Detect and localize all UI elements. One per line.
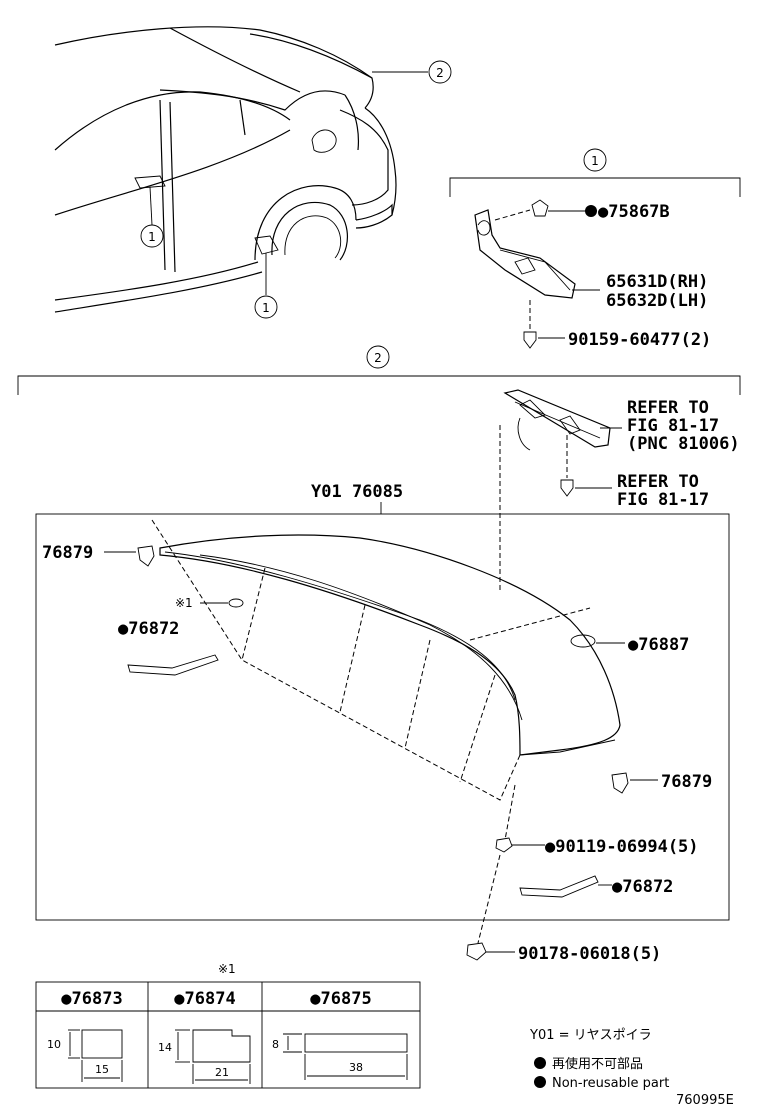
svg-text:●76872: ●76872 <box>118 619 179 639</box>
svg-text:1: 1 <box>148 230 156 244</box>
svg-text:再使用不可部品: 再使用不可部品 <box>552 1056 643 1072</box>
callout-2-spoiler: 2 <box>428 60 452 84</box>
svg-text:65631D(RH): 65631D(RH) <box>606 272 708 292</box>
svg-text:●90119-06994(5): ●90119-06994(5) <box>545 837 699 857</box>
table-col-76873: ●76873 <box>61 989 122 1009</box>
svg-text:1: 1 <box>591 154 599 168</box>
svg-text:●76872: ●76872 <box>612 877 673 897</box>
dimensions-table: ※1 ●76873 ●76874 ●76875 10 15 14 21 8 <box>35 962 421 1089</box>
svg-text:●76887: ●76887 <box>628 635 689 655</box>
figure-id: 760995E <box>676 1093 734 1108</box>
car-illustration <box>54 26 428 313</box>
callout-1-fender: 1 <box>254 295 278 319</box>
svg-text:8: 8 <box>272 1038 279 1051</box>
svg-text:76879: 76879 <box>42 543 93 563</box>
svg-text:65632D(LH): 65632D(LH) <box>606 291 708 311</box>
svg-text:●75867B: ●75867B <box>598 202 670 222</box>
section-1: 1 ●75867B 65631D(RH) 65632D(LH) 90159-60… <box>449 148 741 350</box>
svg-text:Non-reusable part: Non-reusable part <box>552 1076 669 1091</box>
svg-text:FIG 81-17: FIG 81-17 <box>617 490 709 510</box>
svg-text:38: 38 <box>349 1061 363 1074</box>
callout-1-door: 1 <box>140 224 164 248</box>
svg-text:2: 2 <box>374 351 382 365</box>
svg-text:15: 15 <box>95 1063 109 1076</box>
svg-text:10: 10 <box>47 1038 61 1051</box>
table-col-76874: ●76874 <box>174 989 235 1009</box>
table-col-76875: ●76875 <box>310 989 371 1009</box>
svg-text:90178-06018(5): 90178-06018(5) <box>518 944 661 964</box>
svg-text:14: 14 <box>158 1041 172 1054</box>
svg-text:2: 2 <box>436 66 444 80</box>
svg-text:21: 21 <box>215 1066 229 1079</box>
svg-text:Y01 76085: Y01 76085 <box>311 482 403 502</box>
svg-text:REFER TO: REFER TO <box>617 472 699 492</box>
svg-text:1: 1 <box>262 301 270 315</box>
svg-text:※1: ※1 <box>218 962 236 976</box>
svg-text:90159-60477(2): 90159-60477(2) <box>568 330 711 350</box>
legend: Y01 = リヤスポイラ 再使用不可部品 Non-reusable part 7… <box>529 1028 734 1108</box>
spoiler-assembly-box <box>35 513 730 921</box>
svg-text:76879: 76879 <box>661 772 712 792</box>
svg-text:FIG 81-17: FIG 81-17 <box>627 416 719 436</box>
section-2: 2 REFER TO FIG 81-17 (PNC 81006) REFER T… <box>17 345 741 964</box>
svg-text:(PNC 81006): (PNC 81006) <box>627 434 740 454</box>
svg-text:Y01 = リヤスポイラ: Y01 = リヤスポイラ <box>529 1028 652 1043</box>
svg-text:※1: ※1 <box>175 596 193 610</box>
svg-text:REFER TO: REFER TO <box>627 398 709 418</box>
